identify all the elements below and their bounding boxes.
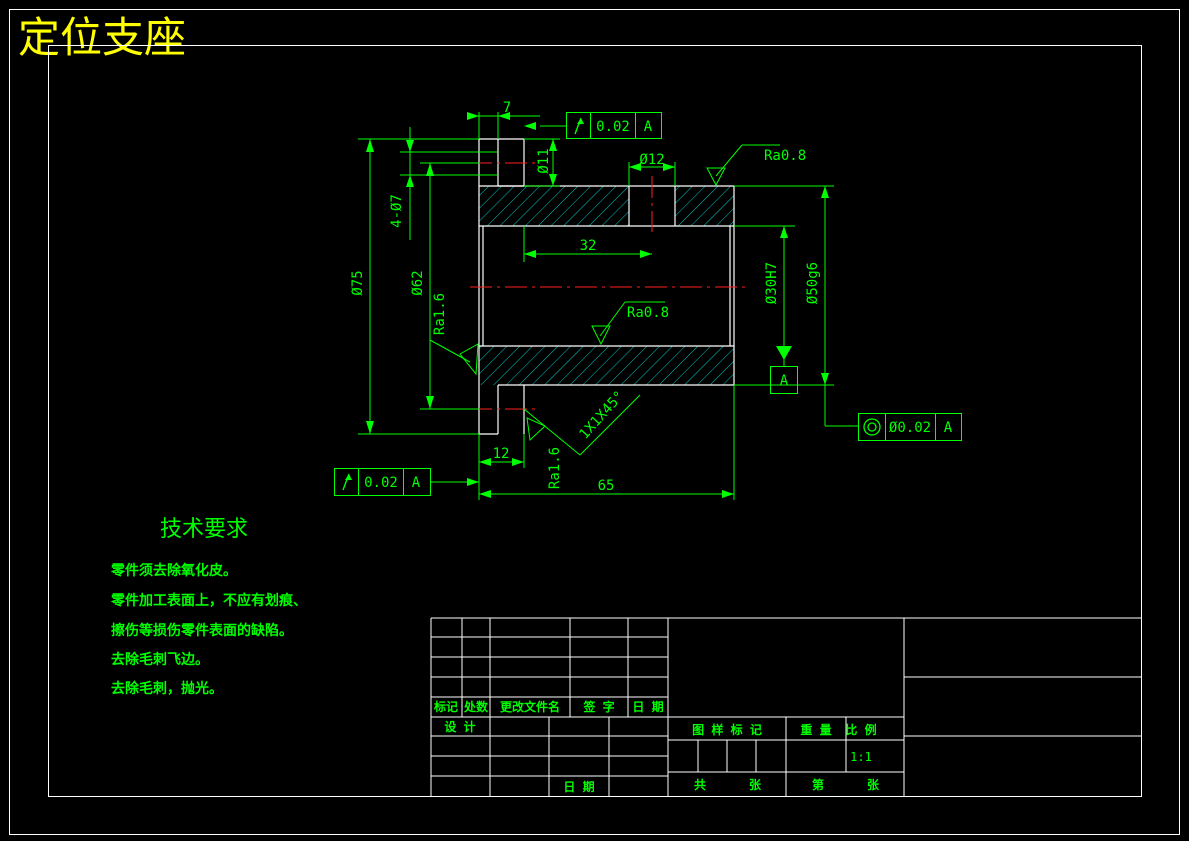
inner-border bbox=[48, 45, 1142, 797]
ra08-bore-label: Ra0.8 bbox=[627, 305, 669, 321]
sheet-unit-label: 张 bbox=[867, 777, 880, 792]
dim-4xd7: 4-Ø7 bbox=[389, 194, 405, 228]
tol-bottom-value: 0.02 bbox=[364, 475, 398, 491]
sheet-number-label: 第 bbox=[812, 777, 824, 792]
hatch-bottom bbox=[479, 346, 734, 385]
tol-top-datum: A bbox=[644, 119, 653, 135]
sheets-total-label: 共 bbox=[694, 777, 706, 792]
tol-bottom-datum: A bbox=[412, 475, 421, 491]
drawing-title: 定位支座 bbox=[18, 13, 187, 62]
dim-12: 12 bbox=[493, 446, 510, 462]
date-label: 日 期 bbox=[563, 779, 594, 794]
dim-d50g6: Ø50g6 bbox=[805, 262, 821, 304]
ra08-top-label: Ra0.8 bbox=[764, 148, 806, 164]
scale-label: 比 例 bbox=[845, 722, 876, 737]
tech-line: 去除毛刺，抛光。 bbox=[111, 681, 223, 697]
dim-d30h7: Ø30H7 bbox=[764, 262, 780, 304]
hatch-top-left bbox=[479, 186, 629, 226]
dim-d12: Ø12 bbox=[639, 152, 664, 168]
rev-header-mark: 标记 bbox=[433, 699, 458, 714]
drawing-mark-label: 图 样 标 记 bbox=[692, 722, 762, 737]
tol-conc-datum: A bbox=[944, 420, 953, 436]
dim-d11: Ø11 bbox=[536, 148, 552, 173]
tolerance-frame-concentricity: Ø0.02 A bbox=[858, 413, 962, 441]
runout-icon bbox=[574, 117, 584, 135]
design-label: 设 计 bbox=[444, 719, 475, 734]
dim-7: 7 bbox=[503, 100, 511, 116]
tech-line: 擦伤等损伤零件表面的缺陷。 bbox=[111, 623, 293, 639]
hatch-top-right bbox=[675, 186, 734, 226]
rev-header-file: 更改文件名 bbox=[500, 699, 560, 714]
tolerance-frame-top: 0.02 A bbox=[566, 112, 662, 139]
title-block-texts: 标记 处数 更改文件名 签 字 日 期 设 计 日 期 图 样 标 记 重 量 … bbox=[433, 699, 880, 794]
dimension-texts: 7 Ø11 Ø12 4-Ø7 Ø75 Ø62 32 Ø30H7 Ø50g6 12… bbox=[350, 100, 821, 494]
tech-line: 零件加工表面上，不应有划痕、 bbox=[111, 593, 307, 609]
rev-header-count: 处数 bbox=[463, 699, 489, 714]
ra16-bottom-label: Ra1.6 bbox=[547, 447, 563, 489]
outer-border bbox=[9, 9, 1180, 835]
tol-top-value: 0.02 bbox=[596, 119, 630, 135]
dim-32: 32 bbox=[580, 238, 597, 254]
runout-icon bbox=[342, 473, 352, 491]
tolerance-frame-bottom: 0.02 A bbox=[334, 468, 431, 496]
dim-d62: Ø62 bbox=[410, 270, 426, 295]
title-block-grid bbox=[430, 617, 1141, 796]
scale-value: 1:1 bbox=[850, 750, 872, 764]
weight-label: 重 量 bbox=[800, 722, 831, 737]
tech-requirements-heading: 技术要求 bbox=[160, 517, 249, 542]
roughness-symbols bbox=[459, 167, 726, 442]
dim-65: 65 bbox=[598, 478, 615, 494]
rev-header-date: 日 期 bbox=[632, 699, 663, 714]
rev-header-sign: 签 字 bbox=[582, 699, 614, 714]
tol-conc-value: Ø0.02 bbox=[889, 420, 931, 436]
part-section bbox=[470, 138, 745, 435]
dimension-lines bbox=[358, 112, 858, 500]
tech-line: 零件须去除氧化皮。 bbox=[111, 563, 237, 579]
concentricity-icon bbox=[863, 418, 881, 436]
arrowheads bbox=[366, 112, 829, 498]
datum-a-box: A bbox=[770, 366, 798, 394]
tech-line: 去除毛刺飞边。 bbox=[111, 652, 209, 668]
dim-d75: Ø75 bbox=[350, 270, 366, 295]
sheets-unit-label: 张 bbox=[749, 777, 762, 792]
ra16-left-label: Ra1.6 bbox=[432, 293, 448, 335]
datum-a-label: A bbox=[780, 373, 789, 389]
